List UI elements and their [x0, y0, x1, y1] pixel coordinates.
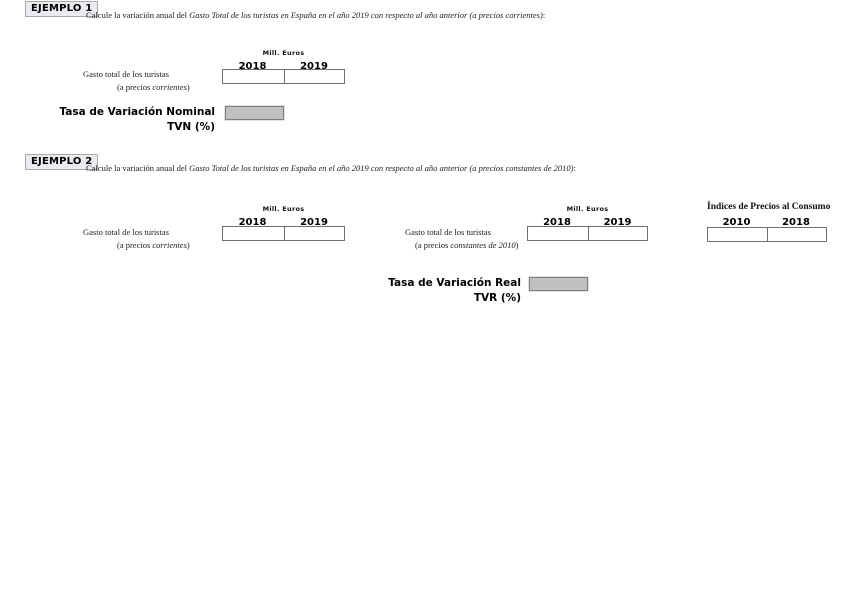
row-label-line2-plain: (a precios [117, 240, 153, 250]
row-label-line1: Gasto total de los turistas [83, 227, 169, 237]
row-label-line2-tail: ) [186, 240, 190, 250]
example-2-ipc-year-header-row: 2010 2018 [707, 217, 826, 229]
row-label-line2-italic: corrientes [152, 82, 187, 92]
example-2-table-a-units-caption: Mill. Euros [262, 205, 305, 213]
example-2-table-b-row-label: Gasto total de los turistas (a precios c… [405, 226, 518, 252]
cell-gasto-corrientes-2018[interactable] [223, 70, 284, 83]
year-header-2010: 2010 [722, 217, 751, 228]
statement-lead: Calcule la variación anual del [86, 10, 190, 20]
year-header-2019: 2019 [300, 217, 328, 228]
year-header-2019: 2019 [603, 217, 632, 228]
example-1-statement: Calcule la variación anual del Gasto Tot… [86, 10, 545, 21]
row-label-line2-tail: ) [515, 240, 519, 250]
row-label-line2-italic: corrientes [152, 240, 187, 250]
result-label-line2: TVR (%) [473, 292, 521, 304]
example-1-row-label: Gasto total de los turistas (a precios c… [83, 68, 190, 94]
row-label-line1: Gasto total de los turistas [405, 227, 491, 237]
result-label-line1: Tasa de Variación Nominal [59, 106, 215, 118]
row-label-line2-italic: constantes de 2010 [450, 240, 516, 250]
row-label-line2: (a precios corrientes) [83, 81, 190, 94]
year-header-2018: 2018 [543, 217, 571, 228]
example-1-chip: EJEMPLO 1 [25, 1, 99, 17]
statement-tail: : [542, 10, 546, 20]
result-label-line2: TVN (%) [167, 121, 215, 133]
cell-gasto-corrientes-2019[interactable] [283, 227, 344, 240]
year-header-2019: 2019 [300, 61, 328, 72]
cell-gasto-constantes-2019[interactable] [587, 227, 647, 240]
cell-ipc-2018[interactable] [767, 228, 826, 241]
year-header-2018: 2018 [238, 61, 267, 72]
row-label-line2-plain: (a precios [415, 240, 451, 250]
example-2-result-label: Tasa de Variación Real TVR (%) [355, 276, 521, 306]
row-label-line2: (a precios corrientes) [83, 239, 190, 252]
example-2-ipc-title: Índices de Precios al Consumo [707, 202, 831, 212]
example-2-table-a-row-label: Gasto total de los turistas (a precios c… [83, 226, 190, 252]
example-2-chip: EJEMPLO 2 [25, 154, 99, 170]
example-1-tvn-result-box[interactable] [224, 105, 285, 121]
cell-gasto-corrientes-2018[interactable] [223, 227, 284, 240]
example-1-year-header-row: 2018 2019 [222, 61, 345, 73]
year-header-2018: 2018 [238, 217, 267, 228]
row-label-line2: (a precios constantes de 2010) [405, 239, 518, 252]
example-2-gasto-corrientes-table [222, 226, 345, 241]
example-2-ipc-table [707, 227, 827, 242]
result-label-line1: Tasa de Variación Real [388, 277, 521, 289]
cell-ipc-2010[interactable] [708, 228, 767, 241]
cell-gasto-constantes-2018[interactable] [528, 227, 588, 240]
row-label-line2-tail: ) [186, 82, 190, 92]
year-header-2018: 2018 [782, 217, 810, 228]
row-label-line1: Gasto total de los turistas [83, 69, 169, 79]
statement-emphasis: Gasto Total de los turistas en España en… [189, 10, 543, 20]
example-2-tvr-result-box[interactable] [528, 276, 589, 292]
cell-gasto-corrientes-2019[interactable] [283, 70, 344, 83]
example-2-gasto-constantes-table [527, 226, 648, 241]
statement-lead: Calcule la variación anual del [86, 163, 190, 173]
example-2-statement: Calcule la variación anual del Gasto Tot… [86, 163, 576, 174]
statement-emphasis: Gasto Total de los turistas en España en… [189, 163, 574, 173]
example-2-table-b-year-header-row: 2018 2019 [527, 217, 648, 229]
example-1-result-label: Tasa de Variación Nominal TVN (%) [58, 105, 215, 135]
row-label-line2-plain: (a precios [117, 82, 153, 92]
example-1-gasto-corrientes-table [222, 69, 345, 84]
example-2-table-b-units-caption: Mill. Euros [566, 205, 609, 213]
statement-tail: : [573, 163, 576, 173]
example-1-units-caption: Mill. Euros [262, 49, 305, 57]
example-2-table-a-year-header-row: 2018 2019 [222, 217, 345, 229]
